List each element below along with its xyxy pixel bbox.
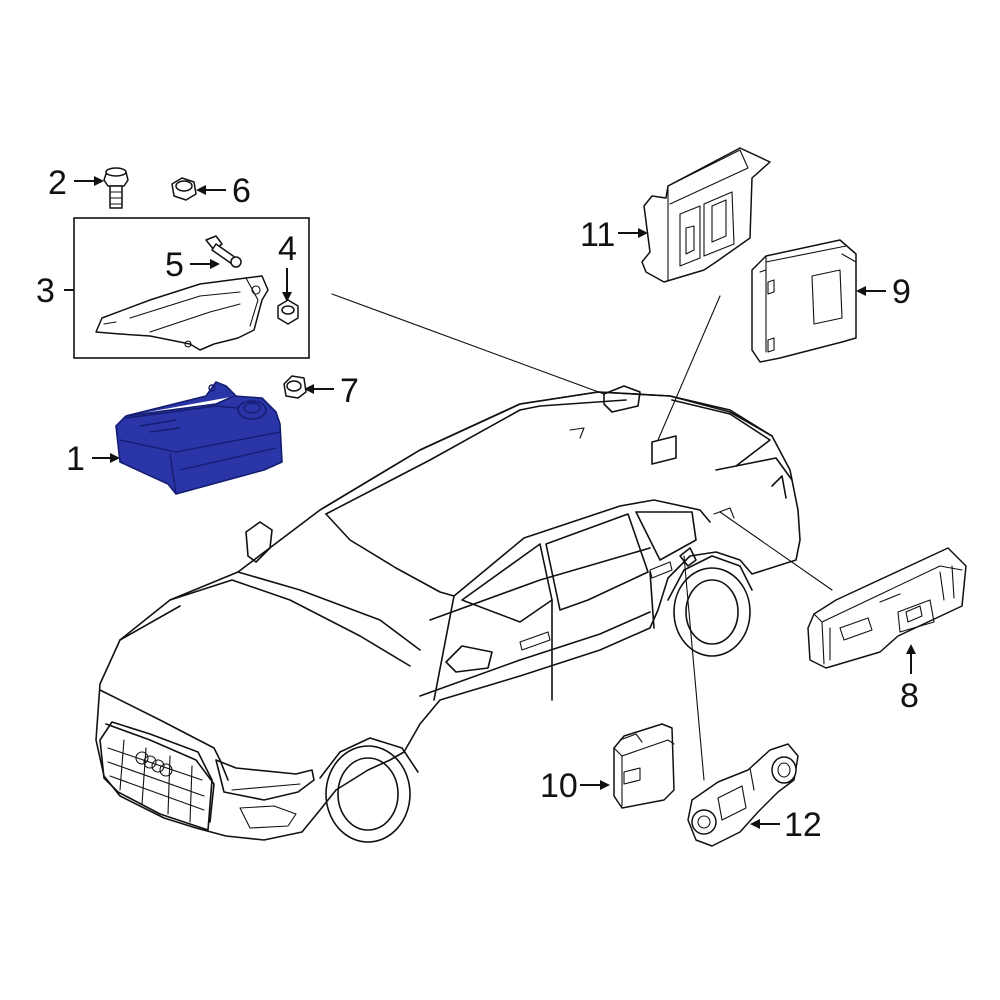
stud-part-5 xyxy=(205,235,242,268)
callout-9: 9 xyxy=(892,273,911,311)
callout-6: 6 xyxy=(232,172,251,210)
nut-part-7 xyxy=(283,375,307,399)
leader-line-8 xyxy=(719,511,833,591)
bracket-part-3 xyxy=(95,275,269,351)
callout-11: 11 xyxy=(580,216,615,254)
control-module-part-10 xyxy=(613,723,675,809)
sensor-on-car xyxy=(679,547,697,567)
control-module-part-8 xyxy=(807,547,967,669)
leader-line-11 xyxy=(657,295,721,441)
leader-line-3 xyxy=(331,293,605,395)
callout-12: 12 xyxy=(784,806,822,844)
control-module-part-9 xyxy=(751,239,857,363)
callout-arrows xyxy=(64,176,916,829)
bracket-part-11 xyxy=(641,147,771,283)
callout-1: 1 xyxy=(66,440,85,478)
sensor-part-12 xyxy=(687,743,799,847)
control-module-part-1 xyxy=(115,381,283,495)
callout-3: 3 xyxy=(36,272,55,310)
callout-5: 5 xyxy=(165,246,184,284)
bolt-part-2 xyxy=(103,167,129,209)
callout-4: 4 xyxy=(278,230,297,268)
callout-2: 2 xyxy=(48,164,67,202)
callout-7: 7 xyxy=(340,372,359,410)
bracket-assembly-box xyxy=(73,217,310,359)
nut-part-6 xyxy=(171,177,197,201)
callout-10: 10 xyxy=(540,767,578,805)
callout-8: 8 xyxy=(900,677,919,715)
nut-part-4 xyxy=(277,299,299,325)
leader-line-12 xyxy=(683,555,705,781)
car-illustration xyxy=(95,385,801,843)
